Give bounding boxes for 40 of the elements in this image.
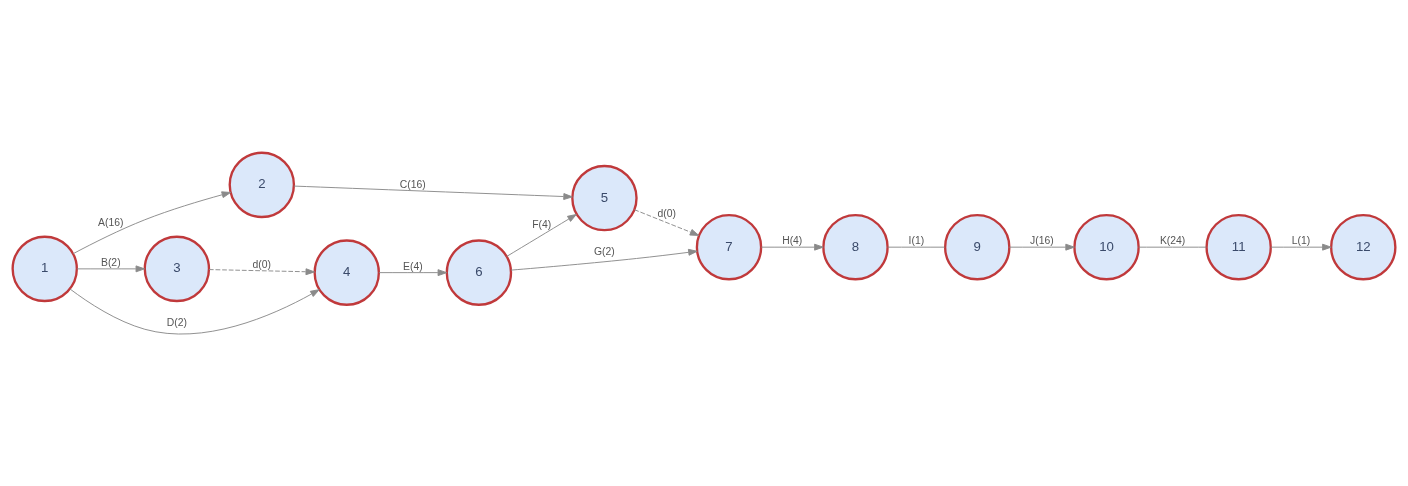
edge-label: A(16) [98,216,124,228]
node-circle: 11 [1205,213,1272,280]
node-circle: 12 [1330,213,1397,280]
arrow [506,213,577,257]
arrow [1008,243,1075,251]
arrow [760,243,824,251]
arrow [293,185,573,200]
edge-label: I(1) [908,234,925,246]
arrow [208,267,315,275]
node-circle: 8 [822,213,889,280]
arrow [510,248,698,271]
node-circle: 10 [1073,213,1140,280]
node-circle: 6 [445,238,513,306]
node-circle: 9 [943,213,1011,280]
edge-label: F(4) [532,218,552,230]
arrow [634,208,700,236]
node-circle: 4 [313,238,381,306]
connector [1138,246,1207,248]
edge-label: K(24) [1159,234,1186,246]
arrow [72,190,232,254]
edge-label: D(2) [166,316,187,328]
edge-label: G(2) [594,245,615,257]
edge-label: J(16) [1030,234,1054,246]
edge-label: H(4) [782,234,803,246]
node-circle: 7 [695,213,763,280]
arrow [69,287,320,334]
edge-label: E(4) [403,260,423,272]
node-circle: 1 [11,235,78,302]
edge-label: B(2) [101,256,121,268]
node-circle: 5 [571,164,638,231]
edge-label: d(0) [252,258,272,270]
connector [887,246,946,248]
edge-label: d(0) [657,207,676,219]
arrow [378,268,448,276]
arrow [76,264,145,272]
edge-label: C(16) [399,178,426,190]
arrow [1270,243,1332,251]
edge-label: L(1) [1291,234,1311,246]
node-circle: 2 [228,151,296,218]
node-circle: 3 [143,235,211,302]
